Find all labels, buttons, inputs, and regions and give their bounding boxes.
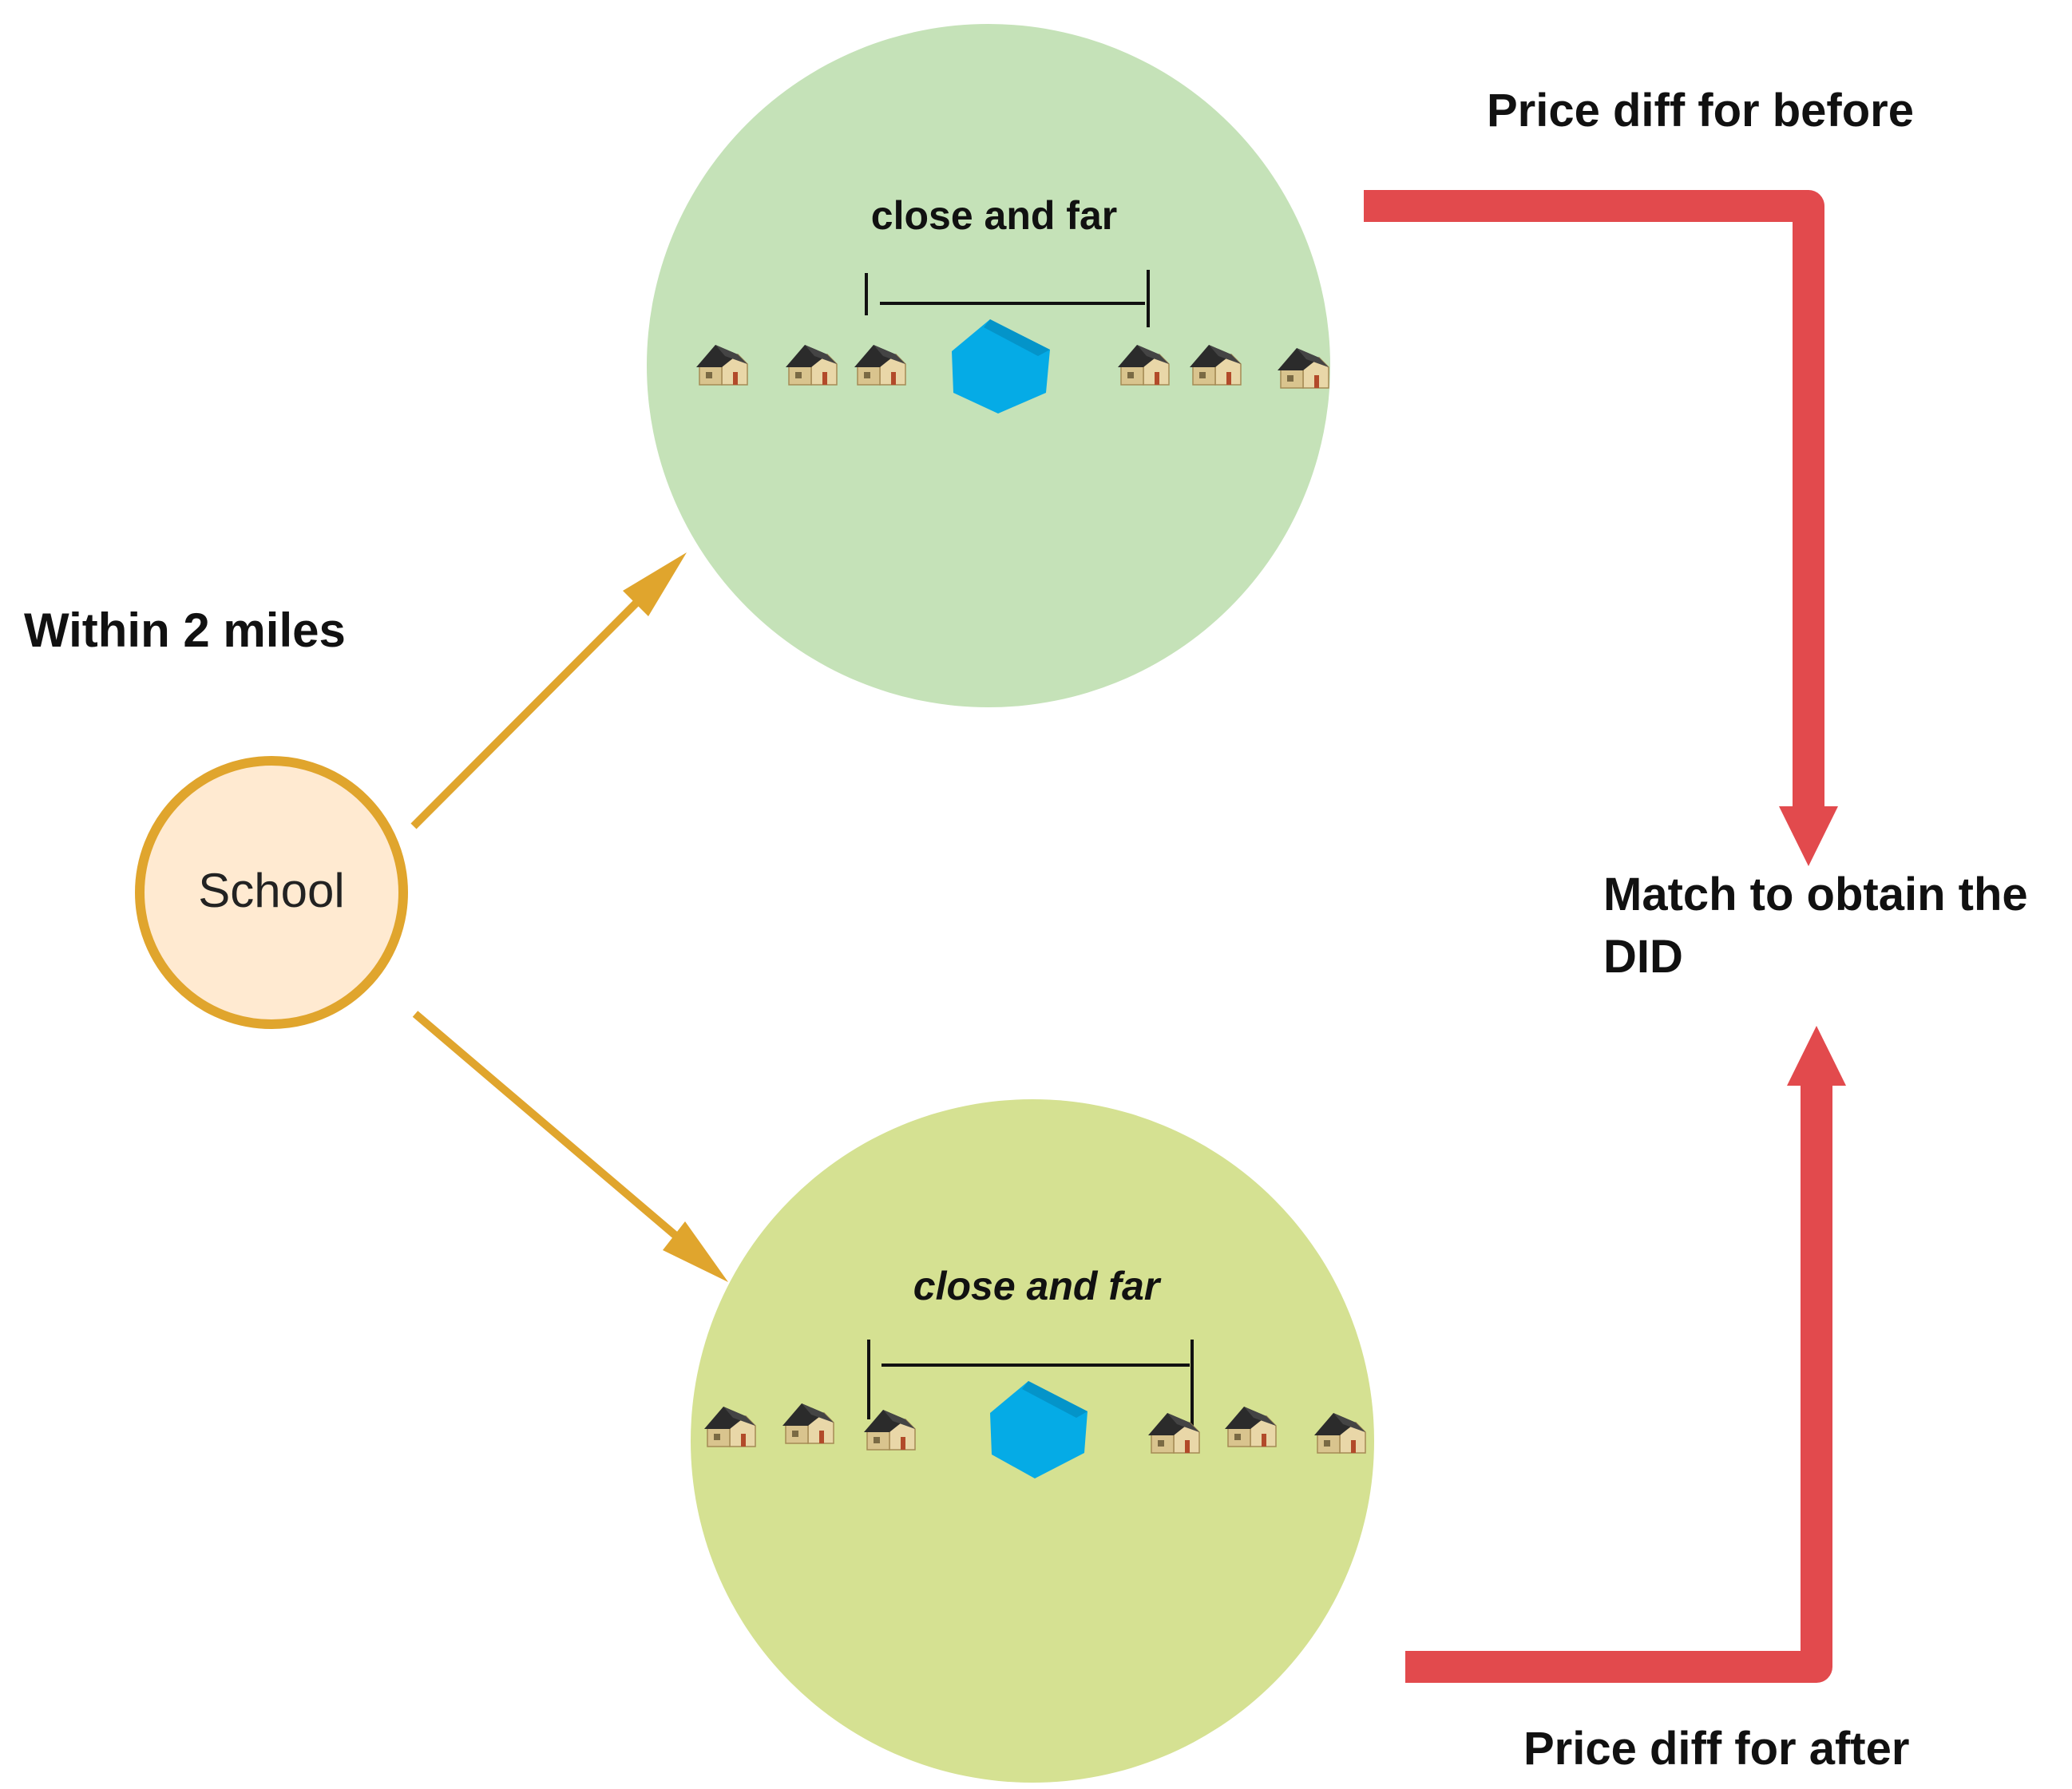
match-did-label-line2: DID — [1603, 931, 1683, 983]
red-arrow-before — [1364, 190, 1838, 866]
arrow-to-after-circle — [412, 1011, 728, 1282]
distance-bracket-after — [867, 1340, 1194, 1427]
distance-bracket-before — [865, 270, 1150, 327]
target-house-icon-before — [952, 319, 1050, 414]
school-label: School — [198, 864, 344, 917]
arrow-to-before-circle — [410, 552, 687, 829]
close-far-label-before: close and far — [871, 193, 1117, 238]
school-node[interactable] — [135, 756, 408, 1029]
red-arrow-after — [1405, 1026, 1846, 1683]
target-house-icon-after — [990, 1381, 1088, 1478]
price-diff-before-label: Price diff for before — [1487, 85, 1914, 137]
match-did-label-line1: Match to obtain the — [1603, 869, 2028, 920]
close-far-label-after: close and far — [913, 1264, 1162, 1308]
within-distance-label: Within 2 miles — [24, 604, 346, 657]
price-diff-after-label: Price diff for after — [1523, 1723, 1909, 1775]
